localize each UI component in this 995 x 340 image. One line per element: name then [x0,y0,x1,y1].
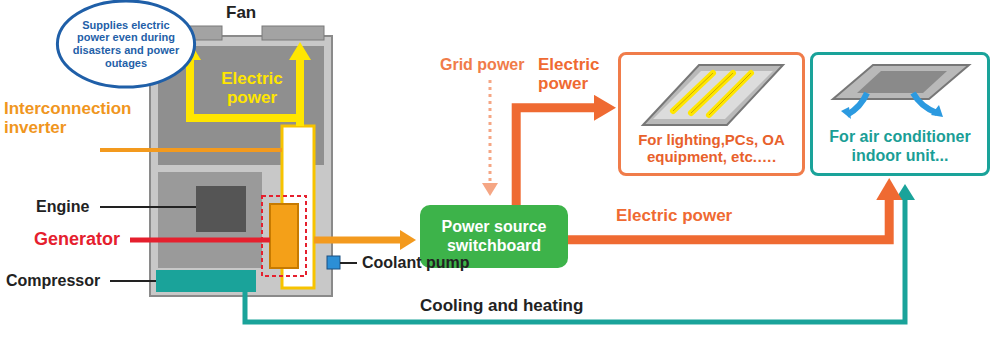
callout-bubble: Supplies electric power even during disa… [56,0,196,88]
indoor-unit-illustration [813,59,987,133]
node-text: For air conditioner indoor unit... [819,128,981,165]
drawing-path [190,56,300,118]
drawing-rect [158,172,262,268]
drawing-path [100,206,196,208]
part-label: Fan [226,4,286,23]
node-text: Power source switchboard [428,218,560,255]
drawing-rect [196,186,246,232]
power-arrow [568,196,889,240]
drawing-rect [150,36,332,296]
drawing-polygon [857,71,947,93]
load-box: For lighting,PCs, OA equipment, etc.…. [618,52,805,176]
drawing-path [100,148,282,152]
part-label: Interconnection inverter [4,100,154,137]
drawing-rect [262,26,324,40]
drawing-path [913,93,937,113]
edge-label: Electric power [616,207,806,226]
drawing-path [110,280,156,282]
part-label: Engine [36,198,100,216]
part-label: Generator [34,230,130,250]
drawing-path [340,262,357,264]
part-label: Compressor [6,272,110,290]
drawing-rect [262,196,306,276]
drawing-polygon [833,65,969,99]
load-box: For air conditioner indoor unit... [810,52,990,176]
drawing-path [673,73,751,115]
drawing-rect [270,204,298,268]
power-arrow [516,108,598,205]
part-label: Coolant pump [362,254,492,272]
drawing-path [245,196,905,322]
drawing-path [841,107,851,119]
drawing-path [673,73,751,115]
node-text: For lighting,PCs, OA equipment, etc.…. [627,131,796,166]
drawing-path [489,80,492,186]
edge-label: Electric power [538,56,614,93]
drawing-rect [156,270,256,292]
part-label: Grid power [440,56,550,74]
drawing-path [847,93,867,115]
drawing-polygon [653,71,773,119]
drawing-path [931,105,943,117]
drawing-rect [327,256,340,269]
node-text: Supplies electric power even during disa… [72,19,180,70]
drawing-polygon [643,65,783,125]
drawing-path [314,237,404,244]
lamp-illustration [621,59,802,133]
part-label: Electric power [214,70,290,107]
leader-lines [100,207,357,281]
drawing-path [130,238,270,243]
bubble-ellipse [57,1,194,87]
part-label: Cooling and heating [420,297,620,316]
